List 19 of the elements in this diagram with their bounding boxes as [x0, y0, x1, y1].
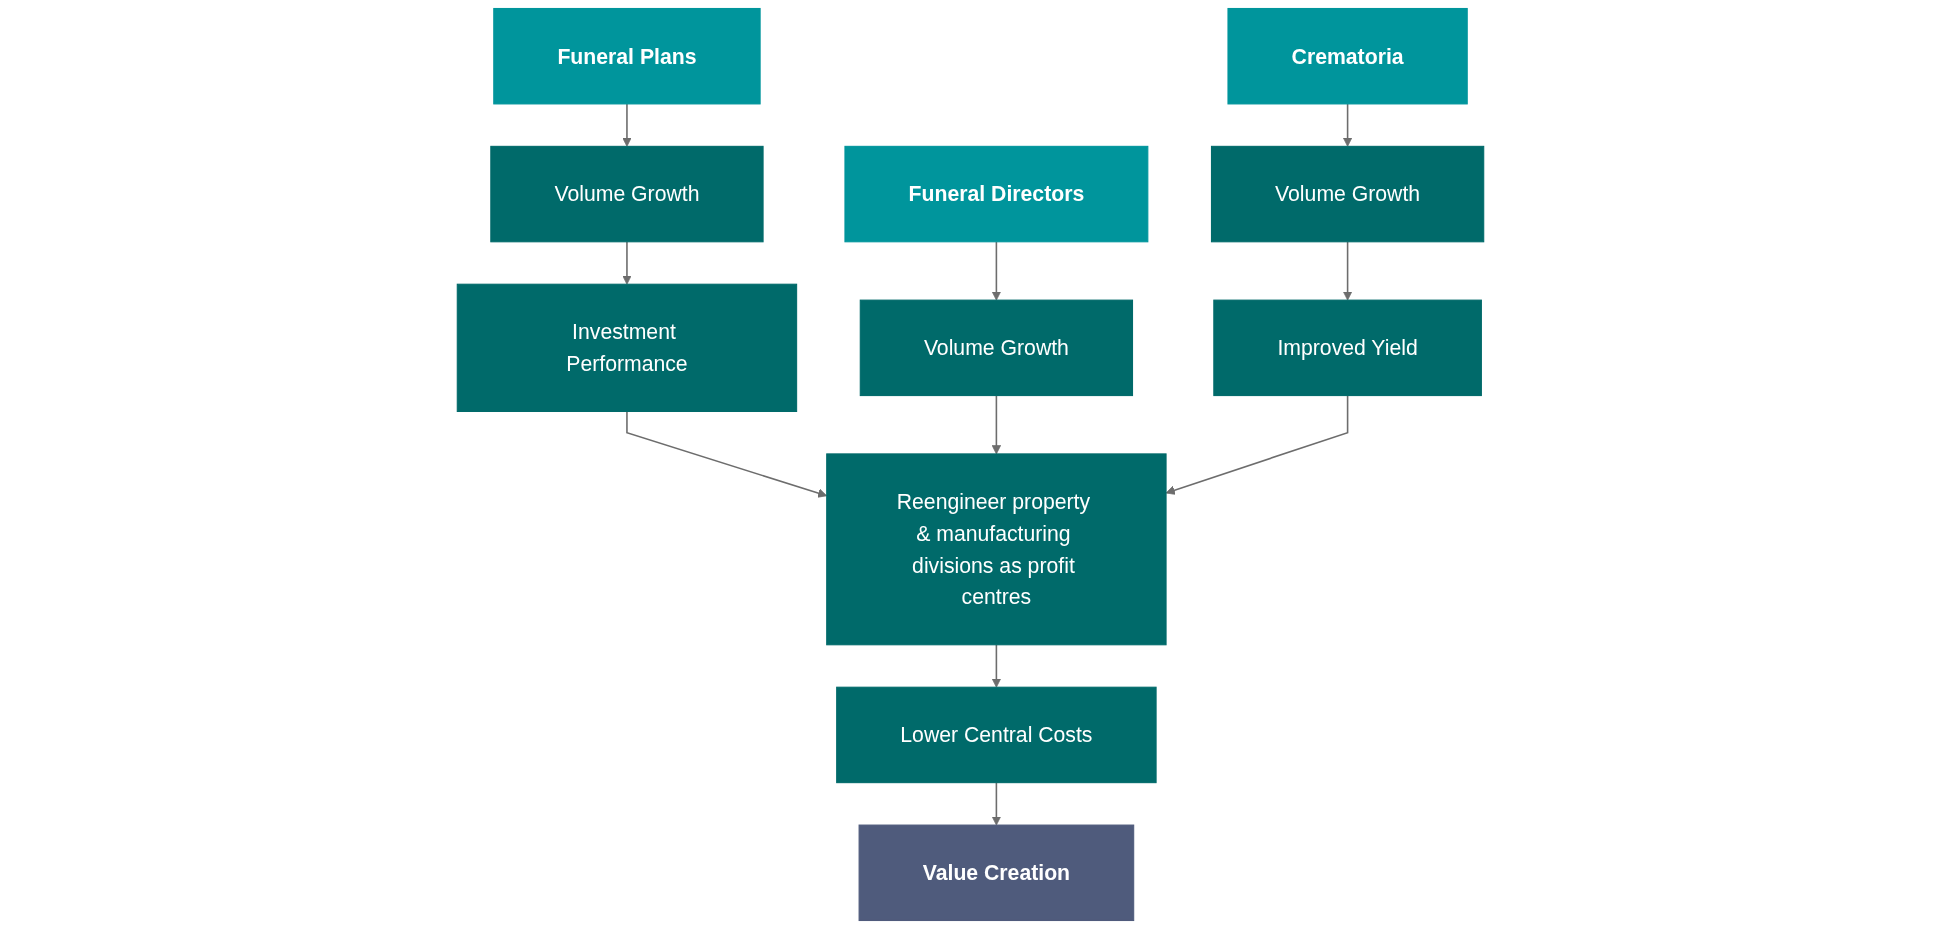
arrow [622, 103, 632, 147]
arrow [991, 644, 1002, 688]
node-box: Lower Central Costs [836, 686, 1157, 784]
node-box: Volume Growth [859, 299, 1134, 397]
arrow [991, 241, 1002, 301]
node-box: Funeral Directors [844, 145, 1149, 243]
arrow [622, 241, 632, 285]
arrow [1342, 103, 1353, 147]
node-box: Funeral Plans [493, 7, 761, 105]
node-box: Volume Growth [490, 145, 764, 243]
node-box: Volume Growth [1210, 145, 1485, 243]
arrow [991, 394, 1002, 455]
node-box: Improved Yield [1213, 299, 1482, 397]
node-box: Crematoria [1227, 7, 1468, 105]
arrow [1342, 241, 1353, 301]
node-box: Investment Performance [456, 283, 798, 412]
node-box: Reengineer property & manufacturing divisions as profit centres [826, 453, 1167, 646]
node-box: Value Creation [858, 824, 1135, 922]
arrow [991, 781, 1002, 826]
